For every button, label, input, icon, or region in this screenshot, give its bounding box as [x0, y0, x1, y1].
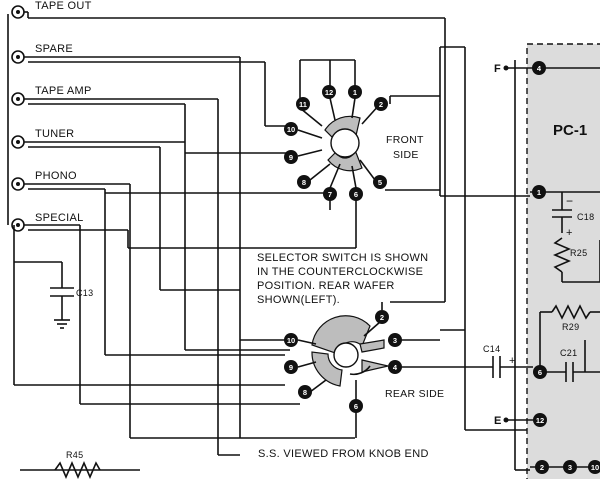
- pc-pin-e: 12: [504, 413, 548, 427]
- rear-terminal-2: 2: [375, 310, 389, 324]
- rear-terminal-3: 3: [388, 333, 402, 347]
- rear-terminal-4: 4: [388, 360, 402, 374]
- pc-pin-6: 6: [533, 365, 547, 379]
- front-terminal-9: 9: [284, 150, 298, 164]
- front-side-line1: FRONT: [386, 134, 424, 146]
- c14-plus: +: [509, 355, 516, 367]
- front-terminal-8: 8: [297, 175, 311, 189]
- capacitor-c13: [14, 262, 74, 328]
- wiring-verticals: [80, 18, 515, 470]
- jack-label-spare: SPARE: [35, 43, 73, 55]
- front-terminal-12: 12: [322, 85, 336, 99]
- jack-label-special: SPECIAL: [35, 212, 84, 224]
- svg-text:6: 6: [354, 190, 358, 199]
- rear-wafer: [298, 316, 388, 438]
- svg-text:10: 10: [591, 463, 599, 472]
- rear-terminal-8: 8: [298, 385, 312, 399]
- pc-board-title: PC-1: [553, 122, 587, 139]
- jack-label-tuner: TUNER: [35, 128, 74, 140]
- svg-text:7: 7: [328, 190, 332, 199]
- svg-text:1: 1: [537, 188, 541, 197]
- front-terminal-6: 6: [349, 187, 363, 201]
- front-terminal-5: 5: [373, 175, 387, 189]
- c18-minus: −: [566, 194, 573, 208]
- front-terminal-11: 11: [296, 97, 310, 111]
- svg-text:12: 12: [325, 88, 333, 97]
- c18-label: C18: [577, 212, 594, 222]
- r25-label: R25: [570, 248, 587, 258]
- selector-note-line4: SHOWN(LEFT).: [257, 294, 340, 306]
- front-terminal-10: 10: [284, 122, 298, 136]
- jack-label-tape-out: TAPE OUT: [35, 0, 92, 12]
- svg-text:2: 2: [380, 313, 384, 322]
- r29-label: R29: [562, 322, 579, 332]
- jack-bus: [8, 14, 14, 385]
- svg-text:3: 3: [568, 463, 572, 472]
- pin-f-label: F: [494, 63, 501, 75]
- jack-label-phono: PHONO: [35, 170, 77, 182]
- svg-text:2: 2: [540, 463, 544, 472]
- selector-note-line1: SELECTOR SWITCH IS SHOWN: [257, 252, 428, 264]
- front-terminal-7: 7: [323, 187, 337, 201]
- svg-text:9: 9: [289, 153, 293, 162]
- rear-terminal-6: 6: [349, 399, 363, 413]
- c14-label: C14: [483, 344, 500, 354]
- c13-label: C13: [76, 288, 93, 298]
- svg-text:5: 5: [378, 178, 382, 187]
- svg-text:11: 11: [299, 100, 307, 109]
- jack-label-tape-amp: TAPE AMP: [35, 85, 92, 97]
- svg-text:10: 10: [287, 336, 295, 345]
- svg-text:1: 1: [353, 88, 357, 97]
- front-terminal-2: 2: [374, 97, 388, 111]
- svg-text:8: 8: [302, 178, 306, 187]
- rear-terminal-9: 9: [284, 360, 298, 374]
- svg-text:8: 8: [303, 388, 307, 397]
- svg-text:3: 3: [393, 336, 397, 345]
- capacitor-c14: [470, 356, 533, 378]
- svg-text:6: 6: [538, 368, 542, 377]
- front-side-line2: SIDE: [393, 149, 419, 161]
- c21-label: C21: [560, 348, 577, 358]
- pin-e-label: E: [494, 415, 502, 427]
- rear-terminal-10: 10: [284, 333, 298, 347]
- svg-text:6: 6: [354, 402, 358, 411]
- c18-plus: +: [566, 227, 573, 239]
- viewed-from-note: S.S. VIEWED FROM KNOB END: [258, 448, 429, 460]
- selector-note-line3: POSITION. REAR WAFER: [257, 280, 395, 292]
- svg-text:2: 2: [379, 100, 383, 109]
- front-terminal-1: 1: [348, 85, 362, 99]
- svg-text:9: 9: [289, 363, 293, 372]
- rear-side-label: REAR SIDE: [385, 388, 444, 400]
- svg-text:10: 10: [287, 125, 295, 134]
- selector-note-line2: IN THE COUNTERCLOCKWISE: [257, 266, 423, 278]
- r45-label: R45: [66, 450, 83, 460]
- svg-text:12: 12: [536, 416, 544, 425]
